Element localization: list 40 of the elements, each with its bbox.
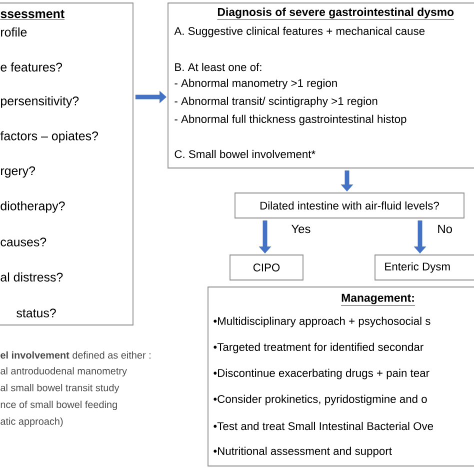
box-text: •Consider prokinetics, pyridostigmine and o bbox=[214, 394, 427, 406]
text-box bbox=[0, 2, 134, 326]
text-box bbox=[168, 2, 474, 168]
box-text: - Abnormal manometry >1 region bbox=[174, 78, 337, 90]
box-text: Dilated intestine with air-fluid levels? bbox=[260, 201, 439, 210]
box-text: •Nutritional assessment and support bbox=[214, 446, 392, 458]
text-box bbox=[234, 192, 464, 218]
note-text: al antroduodenal manometry bbox=[0, 367, 127, 376]
box-text: al distress? bbox=[0, 272, 63, 282]
note-text: al small bowel transit study bbox=[0, 384, 120, 394]
box-text: - Abnormal transit/ scintigraphy >1 region bbox=[174, 96, 378, 108]
box-text: causes? bbox=[0, 238, 46, 246]
box-text: CIPO bbox=[253, 264, 280, 272]
edge-label: Yes bbox=[291, 224, 310, 234]
box-text: Enteric Dysm bbox=[385, 262, 450, 273]
heading: Management: bbox=[340, 294, 416, 306]
box-text: e features? bbox=[0, 62, 62, 72]
text-box bbox=[208, 286, 474, 466]
box-text: rofile bbox=[1, 27, 27, 37]
box-text: diotherapy? bbox=[0, 201, 65, 213]
note-text: el involvement defined as either : bbox=[0, 351, 150, 359]
box-text: - Abnormal full thickness gastrointestinal histop bbox=[174, 114, 406, 126]
box-text: •Discontinue exacerbating drugs + pain tear bbox=[214, 368, 430, 380]
edge-label: No bbox=[438, 224, 452, 234]
box-text: A. Suggestive clinical features + mechanical cause bbox=[174, 26, 425, 38]
text-box bbox=[374, 254, 474, 280]
box-text: •Test and treat Small Intestinal Bacterial Ove bbox=[214, 422, 434, 430]
box-text: •Targeted treatment for identified secondar bbox=[214, 342, 424, 354]
box-text: persensitivity? bbox=[1, 96, 79, 108]
box-text: rgery? bbox=[1, 166, 36, 178]
box-text: B. At least one of: bbox=[175, 62, 262, 72]
box-text: •Multidisciplinary approach + psychosocial s bbox=[214, 316, 430, 328]
heading: Diagnosis of severe gastrointestinal dysmo bbox=[217, 8, 454, 20]
note-text: atic approach) bbox=[0, 418, 63, 427]
box-text: status? bbox=[16, 308, 56, 318]
heading: ssessment bbox=[0, 10, 65, 20]
box-text: factors – opiates? bbox=[0, 131, 98, 143]
box-text: C. Small bowel involvement* bbox=[174, 150, 316, 158]
note-text: nce of small bowel feeding bbox=[0, 400, 117, 410]
text-box bbox=[230, 254, 304, 280]
